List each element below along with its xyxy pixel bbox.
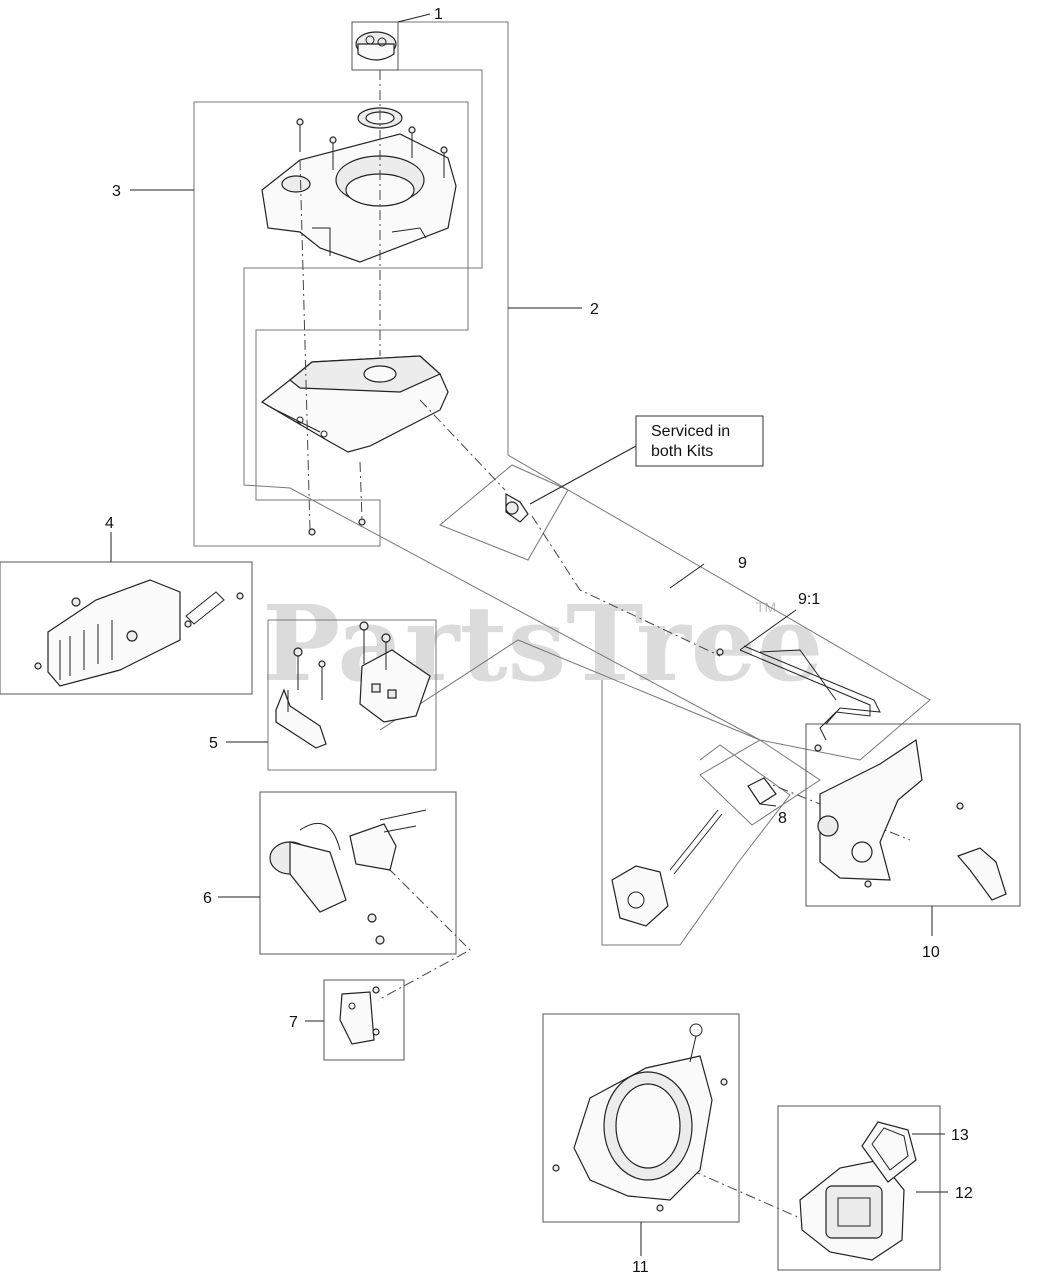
part-starter-motor	[269, 809, 427, 945]
serviced-note: Serviced in both Kits	[529, 415, 764, 505]
callout-6: 6	[203, 890, 212, 907]
box-1	[351, 21, 399, 71]
callout-1: 1	[434, 6, 443, 23]
kit-5-box	[267, 619, 437, 771]
callout-4: 4	[105, 515, 114, 532]
part-heat-shield	[34, 579, 244, 687]
watermark-tm: TM	[756, 599, 776, 615]
box-10	[805, 723, 1021, 907]
nuts-bottom	[308, 518, 366, 536]
callout-9: 9	[738, 555, 747, 572]
box-6	[259, 791, 457, 955]
box-7	[323, 979, 405, 1061]
note-line-1: Serviced in	[651, 423, 730, 440]
callout-2: 2	[590, 301, 599, 318]
kit-2-outline	[243, 21, 931, 761]
callout-3: 3	[112, 183, 121, 200]
part-fuel-valve	[505, 492, 529, 523]
part-mount-bracket	[339, 986, 380, 1045]
kit-overlap-diamond	[439, 464, 569, 561]
callout-5: 5	[209, 735, 218, 752]
part-fuel-cap	[355, 31, 397, 61]
kit-3-outline	[193, 101, 469, 547]
part-fuel-tank	[260, 355, 449, 453]
kit-8-outline	[601, 680, 791, 946]
box-12	[777, 1105, 941, 1271]
callout-10: 10	[922, 944, 940, 961]
screws-shroud	[296, 118, 448, 178]
callout-8: 8	[778, 810, 787, 827]
kit-outlines	[193, 21, 931, 946]
leader-lines	[110, 13, 948, 1256]
callout-11: 11	[632, 1259, 649, 1276]
note-line-2: both Kits	[651, 443, 713, 460]
kit-8-diamond	[699, 739, 821, 826]
kit-5-lead	[379, 639, 761, 741]
part-fuel-line	[716, 645, 881, 752]
watermark-text: PartsTree	[262, 582, 823, 705]
part-carburetor	[611, 777, 777, 927]
watermark: PartsTree TM	[262, 582, 823, 705]
part-blower-housing	[552, 1023, 728, 1212]
callout-9-1: 9:1	[798, 591, 820, 608]
part-starter-handle	[861, 1121, 917, 1183]
part-recoil-starter	[799, 1121, 917, 1261]
part-tank-shroud	[261, 107, 457, 263]
part-control-panel	[817, 738, 1007, 901]
callout-13: 13	[951, 1127, 969, 1144]
part-brackets	[275, 621, 431, 749]
callout-7: 7	[289, 1014, 298, 1031]
box-4	[0, 561, 253, 695]
part-boxes	[0, 21, 1021, 1271]
callout-numbers: 1 2 3 4 5 6 7 8 9 9:1 10 11 12 13	[105, 6, 973, 1276]
callout-12: 12	[955, 1185, 973, 1202]
